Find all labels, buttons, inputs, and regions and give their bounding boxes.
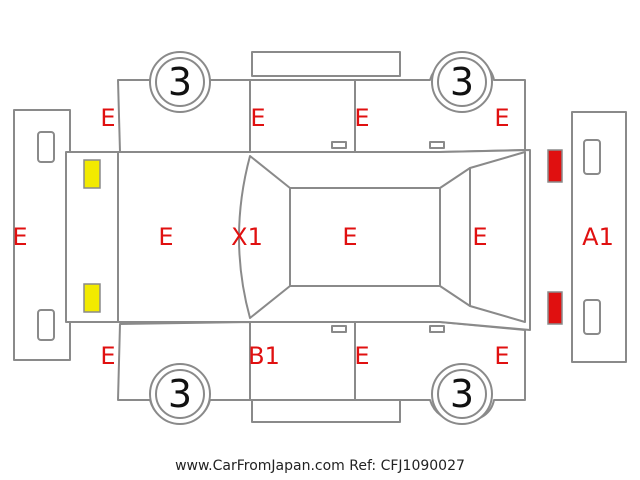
footer-website: www.CarFromJapan.com [175,458,345,474]
front-bumper [13,109,71,361]
footer: www.CarFromJapan.com Ref: CFJ1090027 [0,458,640,474]
code-rear-glass: E [472,223,487,251]
wheel-front-left-code: 3 [168,60,192,104]
damage-codes: E E X1 E E A1 E E E E E B1 E E [12,104,613,370]
yellow-markers [83,159,101,313]
wheel-front-right-code: 3 [168,372,192,416]
code-left-rear-door: E [354,104,369,132]
car-body-top [65,149,531,331]
rear-bumper [571,111,627,363]
wheel-front-right: 3 [149,363,211,425]
yellow-marker-top [83,159,101,189]
code-roof: E [342,223,357,251]
code-right-rear-door: E [354,342,369,370]
code-right-front-door: B1 [248,342,280,370]
wheel-rear-left: 3 [431,51,493,113]
code-hood: E [158,223,173,251]
footer-ref: Ref: CFJ1090027 [349,458,465,474]
wheel-rear-left-code: 3 [450,60,474,104]
code-right-front-fender: E [100,342,115,370]
yellow-marker-bottom [83,283,101,313]
wheel-rear-right-code: 3 [450,372,474,416]
wheel-rear-right: 3 [431,363,493,425]
code-left-front-fender: E [100,104,115,132]
code-left-quarter: E [494,104,509,132]
red-markers [547,149,563,325]
wheel-front-left: 3 [149,51,211,113]
code-right-quarter: E [494,342,509,370]
red-marker-bottom [547,291,563,325]
code-windshield: X1 [231,223,263,251]
code-left-front-door: E [250,104,265,132]
red-marker-top [547,149,563,183]
code-front-bumper: E [12,223,27,251]
code-rear-bumper: A1 [582,223,614,251]
